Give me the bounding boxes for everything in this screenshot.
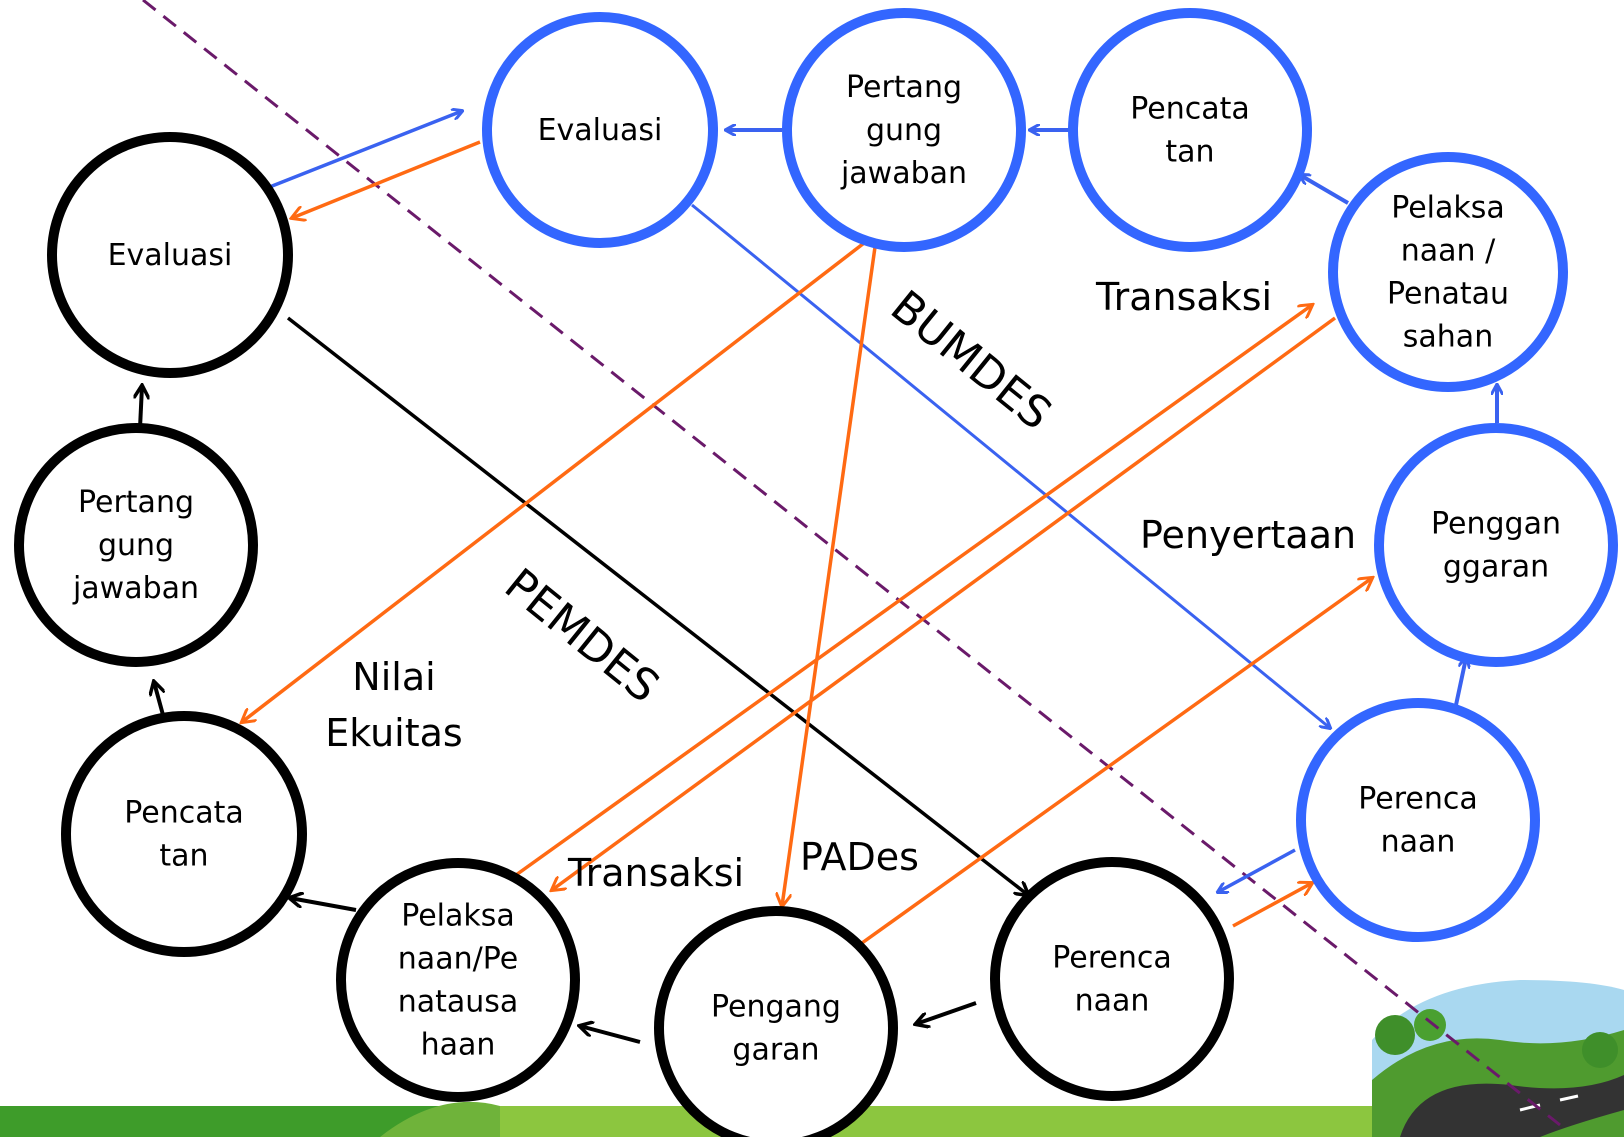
text-line: gung (98, 528, 174, 563)
bumdes-node-penganggaran: Penggan ggaran (1374, 423, 1618, 667)
label-bumdes: BUMDES (881, 281, 1061, 440)
text-line: Penatau (1387, 277, 1509, 312)
arrow-pertanggungjawaban-to-penganggaran (782, 239, 878, 906)
text-line: Penggan (1431, 507, 1561, 542)
pemdes-nodes: Evaluasi Pertang gung jawaban Pencata tan P… (14, 132, 1234, 1137)
line-pemdes-eval-to-pemdes-perencanaan (286, 316, 1028, 895)
arrow-pemdes-eval-to-bumdes-eval (261, 111, 462, 192)
text-line: naan / (1401, 234, 1496, 269)
label-transaksi-top: Transaksi (1095, 275, 1272, 319)
pemdes-node-pertanggungjawaban: Pertang gung jawaban (14, 423, 258, 667)
bumdes-nodes: Evaluasi Pertang gung jawaban Pencata tan P… (482, 8, 1618, 942)
bumdes-node-pertanggungjawaban: Pertang gung jawaban (782, 8, 1026, 252)
text-line: Ekuitas (325, 711, 462, 755)
text-line: Evaluasi (108, 238, 233, 273)
text-line: jawaban (72, 571, 199, 606)
bumdes-node-evaluasi: Evaluasi (482, 12, 718, 248)
arrow-pertanggungjawaban-to-pencatatan (242, 238, 870, 722)
label-transaksi-bottom: Transaksi (567, 851, 744, 895)
arrow-pelaksanaan-to-bumdes-pelaksanaan (514, 305, 1312, 877)
arrow-bumdes-eval-to-pemdes-eval (292, 140, 481, 218)
text-line: natausa (398, 985, 519, 1020)
text-line: ggaran (1443, 550, 1549, 585)
pemdes-node-perencanaan: Perenca naan (990, 857, 1234, 1101)
bumdes-node-pelaksanaan: Pelaksa naan / Penatau sahan (1328, 152, 1568, 392)
text-line: Nilai (352, 655, 435, 699)
text-line: Pertang (846, 70, 962, 105)
text-line: haan (421, 1028, 496, 1063)
arrow-bumdes-perencanaan-to-pemdes-perencanaan (1218, 848, 1296, 892)
text-line: garan (732, 1033, 819, 1068)
text-line: Pertang (78, 485, 194, 520)
pemdes-cycle-arrows (140, 386, 977, 1044)
arrow-perencanaan-to-bumdes-perencanaan (1232, 883, 1312, 928)
pemdes-node-pencatatan: Pencata tan (61, 711, 307, 957)
text-line: naan (1075, 984, 1150, 1019)
connections (242, 111, 1372, 945)
pemdes-node-evaluasi: Evaluasi (47, 132, 293, 378)
label-pades: PADes (800, 835, 919, 879)
text-line: Pencata (124, 796, 244, 831)
flow-labels: BUMDES PEMDES Transaksi Penyertaan Nilai… (325, 275, 1356, 895)
text-line: naan (1381, 825, 1456, 860)
text-line: sahan (1403, 320, 1493, 355)
text-line: Perenca (1358, 782, 1478, 817)
bumdes-cycle-arrows (726, 130, 1497, 706)
bumdes-node-pencatatan: Pencata tan (1068, 8, 1312, 252)
text-line: Pengang (711, 990, 841, 1025)
text-line: Pelaksa (1391, 191, 1505, 226)
pemdes-node-pelaksanaan: Pelaksa naan/Pe natausa haan (336, 858, 580, 1102)
text-line: Pencata (1130, 92, 1250, 127)
text-line: gung (866, 113, 942, 148)
svg-text:Evaluasi: Evaluasi (108, 238, 233, 273)
text-line: Evaluasi (538, 113, 663, 148)
text-line: tan (1165, 135, 1214, 170)
text-line: tan (159, 839, 208, 874)
label-pemdes: PEMDES (495, 559, 668, 713)
label-penyertaan: Penyertaan (1140, 513, 1356, 557)
text-line: naan/Pe (398, 942, 518, 977)
svg-text:Evaluasi: Evaluasi (538, 113, 663, 148)
divider-line (142, 0, 1561, 1127)
pemdes-node-penganggaran: Pengang garan (654, 906, 898, 1137)
arrow-bumdes-pelaksanaan-to-pelaksanaan (552, 316, 1337, 890)
road-illustration (1372, 980, 1624, 1137)
text-line: Perenca (1052, 941, 1172, 976)
text-line: jawaban (840, 156, 967, 191)
bumdes-node-perencanaan: Perenca naan (1296, 698, 1540, 942)
text-line: Pelaksa (401, 899, 515, 934)
arrow-penganggaran-to-bumdes-penganggaran (860, 578, 1372, 945)
